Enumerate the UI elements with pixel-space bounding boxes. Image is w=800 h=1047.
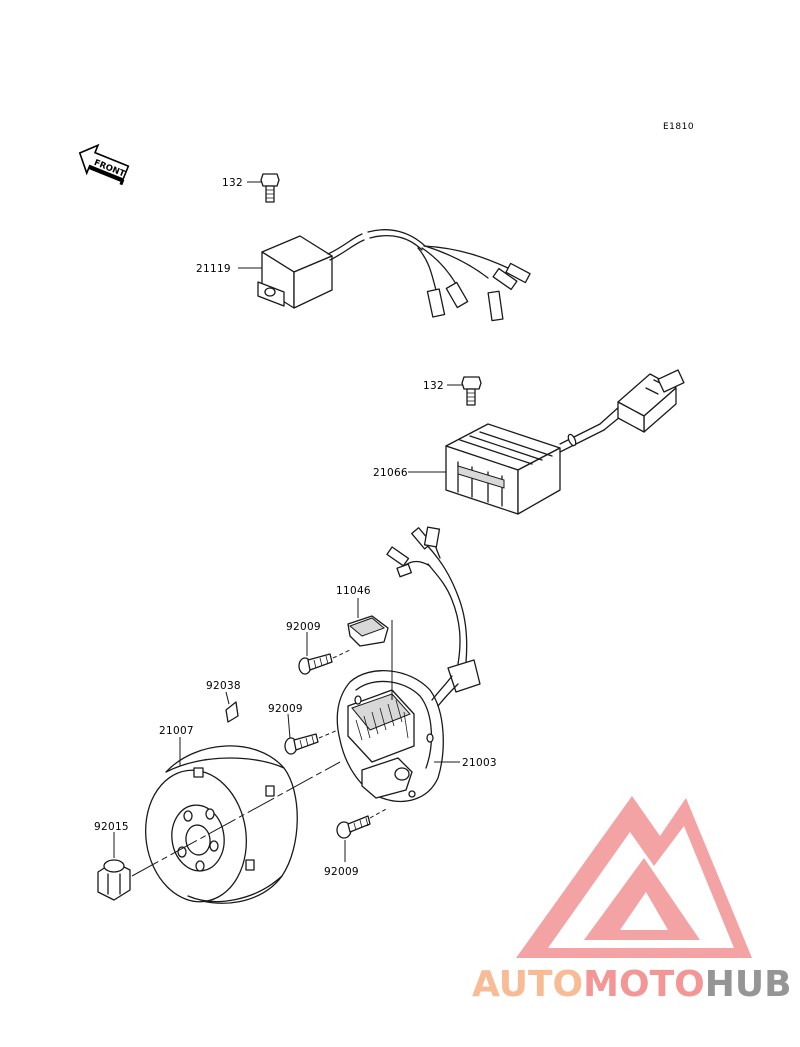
watermark-part-1: AUTO [472, 964, 583, 1005]
label-flywheel: 21007 [159, 725, 194, 737]
label-key: 92038 [206, 680, 241, 692]
flywheel-rotor [144, 737, 298, 904]
flywheel-nut [97, 832, 131, 901]
igniter-unit [257, 229, 531, 322]
watermark-auto: AUTOMOTOHUB [472, 964, 792, 1005]
screw-92009-b [284, 713, 339, 755]
label-nut: 92015 [94, 821, 129, 833]
woodruff-key [225, 691, 239, 723]
diagram-code: E1810 [663, 122, 694, 132]
label-screw-b: 92009 [268, 703, 303, 715]
watermark-part-3: HUB [705, 964, 792, 1005]
automotohub-logo: AUTOMOTOHUB [472, 796, 792, 1005]
label-bolt-132-top: 132 [222, 177, 243, 189]
label-bracket: 11046 [336, 585, 371, 597]
regulator-rectifier [445, 369, 685, 515]
screw-92009-a [298, 632, 351, 675]
stator-assembly [336, 526, 481, 802]
label-bolt-132-regulator: 132 [423, 380, 444, 392]
label-regulator: 21066 [373, 467, 408, 479]
watermark-part-2: MOTO [583, 964, 705, 1005]
label-screw-c: 92009 [324, 866, 359, 878]
bolt-132-regulator [447, 376, 482, 406]
screw-92009-c [336, 807, 389, 862]
label-igniter: 21119 [196, 263, 231, 275]
label-screw-a: 92009 [286, 621, 321, 633]
bracket-11046 [347, 598, 389, 647]
label-stator: 21003 [462, 757, 497, 769]
bolt-132-top [247, 173, 280, 203]
front-arrow-icon: FRONT [78, 143, 130, 186]
